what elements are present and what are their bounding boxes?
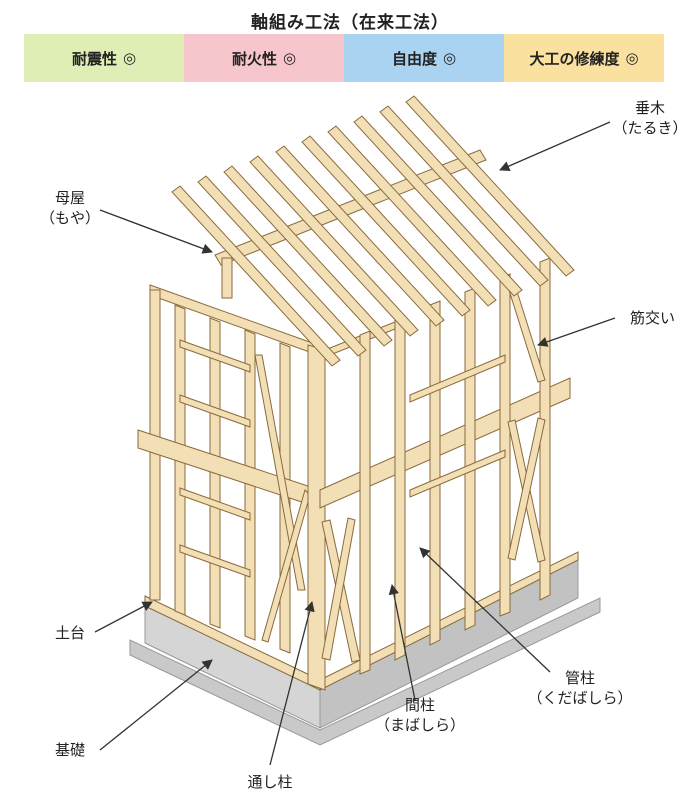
- label-reading: （くだばしら）: [527, 689, 633, 707]
- arrow-moya: [99, 209, 213, 254]
- label-kiso: 基礎: [45, 740, 95, 760]
- label-name: 母屋: [54, 189, 85, 207]
- arrow-kiso: [99, 659, 213, 751]
- label-toshibashira: 通し柱: [230, 772, 310, 792]
- property-seismic: 耐震性 ◎: [24, 34, 184, 82]
- label-name: 基礎: [54, 741, 85, 759]
- sill-dodai: [144, 551, 579, 691]
- label-reading: （もや）: [39, 209, 100, 227]
- label-sujikai: 筋交い: [615, 308, 690, 328]
- property-label: 自由度: [391, 49, 437, 68]
- label-name: 通し柱: [247, 773, 293, 791]
- property-label: 耐震性: [71, 49, 117, 68]
- label-reading: （まばしら）: [374, 716, 465, 734]
- label-mabashira: 間柱 （まばしら）: [365, 695, 475, 735]
- label-moya: 母屋 （もや）: [30, 188, 110, 228]
- label-dodai: 土台: [45, 623, 95, 643]
- property-freedom: 自由度 ◎: [344, 34, 504, 82]
- label-name: 管柱: [564, 669, 595, 687]
- property-label: 耐火性: [231, 49, 277, 68]
- property-fire: 耐火性 ◎: [184, 34, 344, 82]
- arrow-toshibashira: [269, 600, 315, 766]
- corner-post: [307, 344, 326, 691]
- property-bar: 耐震性 ◎ 耐火性 ◎ 自由度 ◎ 大工の修練度 ◎: [24, 34, 664, 82]
- leader-arrows: [94, 121, 616, 766]
- arrow-mabashira: [388, 583, 416, 701]
- label-reading: （たるき）: [612, 119, 688, 137]
- arrow-kudabashira: [419, 547, 551, 673]
- double-circle-icon: ◎: [282, 49, 297, 67]
- label-name: 土台: [54, 624, 85, 642]
- rafters-taruki: [171, 95, 575, 367]
- left-wall: [137, 284, 321, 654]
- label-name: 垂木: [634, 99, 665, 117]
- double-circle-icon: ◎: [625, 49, 639, 67]
- arrow-sujikai: [537, 317, 616, 347]
- label-taruki: 垂木 （たるき）: [605, 98, 695, 138]
- property-label: 大工の修練度: [529, 49, 620, 68]
- double-circle-icon: ◎: [442, 49, 457, 67]
- page-title: 軸組み工法（在来工法）: [251, 13, 449, 33]
- label-name: 筋交い: [629, 309, 675, 327]
- double-circle-icon: ◎: [122, 49, 137, 67]
- property-skill: 大工の修練度 ◎: [504, 34, 664, 82]
- arrow-dodai: [94, 601, 153, 633]
- label-kudabashira: 管柱 （くだばしら）: [515, 668, 645, 708]
- arrow-taruki: [499, 121, 611, 172]
- label-name: 間柱: [404, 696, 435, 714]
